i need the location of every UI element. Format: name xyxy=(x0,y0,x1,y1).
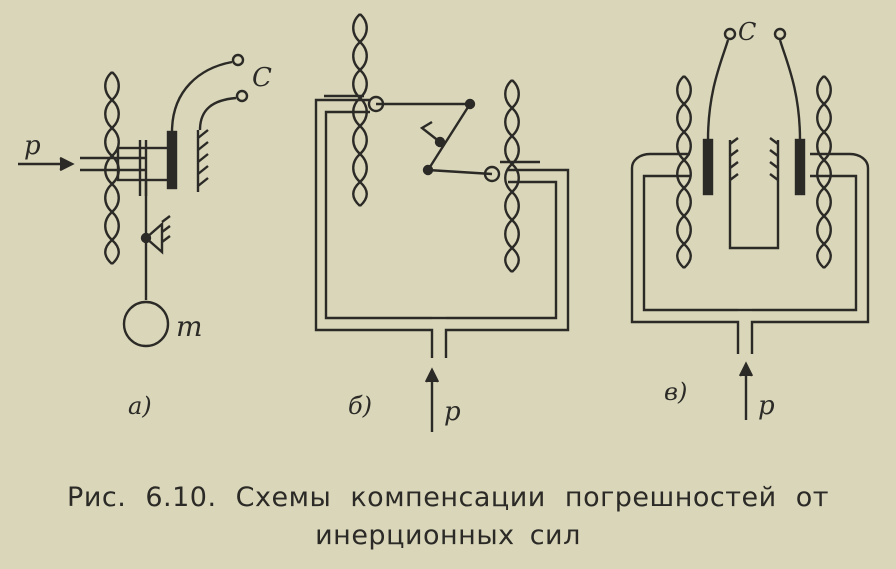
panel-v xyxy=(630,27,870,420)
bellows-b-left xyxy=(352,12,368,208)
pressure-label-v: p xyxy=(758,391,775,421)
caption-line-2: инерционных сил xyxy=(315,520,581,551)
panel-a-label: а) xyxy=(128,392,152,420)
panel-a xyxy=(18,53,249,348)
bellows-a xyxy=(104,70,120,266)
figure-diagram: p C m а) б) p C в) p xyxy=(18,12,870,432)
caption-line-1: Рис. 6.10. Схемы компенсации погрешносте… xyxy=(67,482,829,513)
panel-b xyxy=(314,12,570,432)
contacts-label-a: C xyxy=(252,63,272,93)
bellows-v-left xyxy=(676,74,692,270)
panel-b-label: б) xyxy=(348,392,372,420)
mass-circle xyxy=(122,300,170,348)
pressure-label-b: p xyxy=(444,397,461,427)
panel-v-label: в) xyxy=(664,378,687,406)
mass-label: m xyxy=(176,310,203,343)
contacts-label-v: C xyxy=(738,18,756,46)
bellows-b-right xyxy=(504,78,520,274)
pressure-label-a: p xyxy=(24,131,41,161)
bellows-v-right xyxy=(816,74,832,270)
